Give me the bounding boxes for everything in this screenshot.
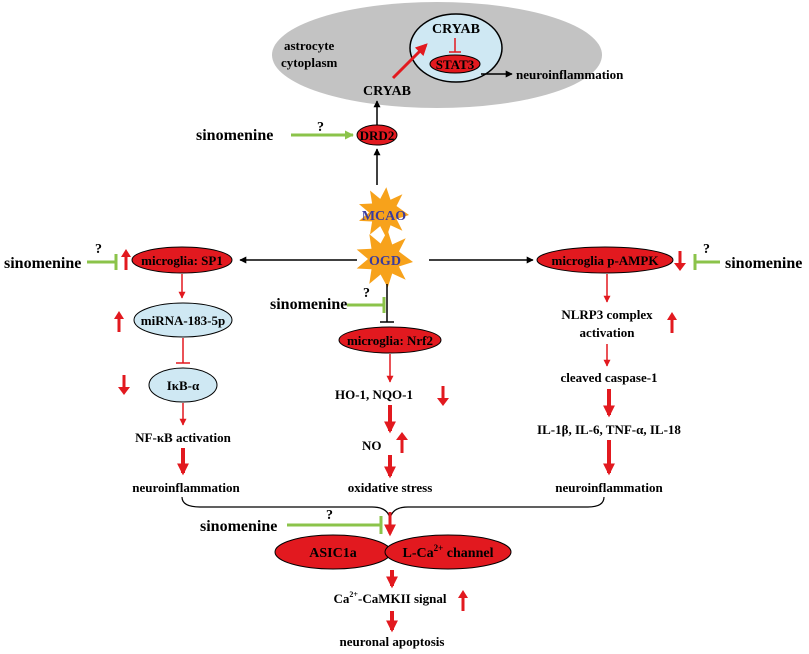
right-sinomenine: sinomenine — [725, 255, 802, 272]
nlrp3-up-arrow — [667, 312, 677, 333]
mirna-node — [133, 302, 233, 338]
mirna-label: miRNA-183-5p — [141, 313, 226, 328]
ikb-down-arrow — [118, 375, 130, 395]
lca-channel-label: L-Ca2+ channel — [403, 543, 494, 561]
drd2-node — [356, 124, 398, 146]
nrf2-label: microglia: Nrf2 — [347, 333, 433, 348]
oxidative-stress-label: oxidative stress — [348, 480, 433, 495]
ho1-down-arrow — [437, 386, 449, 406]
drd2-label: DRD2 — [360, 128, 395, 143]
bottom-sinomenine: sinomenine — [200, 518, 277, 535]
mirna-up-arrow — [114, 311, 124, 332]
ampk-branch: microglia p-AMPK ? sinomenine NLRP3 comp… — [536, 242, 802, 495]
ampk-node — [536, 246, 674, 274]
mirna-to-ikb-inhibit — [176, 338, 190, 364]
center-question: ? — [363, 286, 370, 301]
sp1-up-arrow — [121, 249, 131, 270]
astrocyte-region: astrocyte cytoplasm CRYAB STAT3 neuroinf… — [272, 2, 624, 108]
caspase-label: cleaved caspase-1 — [560, 370, 657, 385]
right-neuroinflammation: neuroinflammation — [555, 480, 663, 495]
astrocyte-neuroinflammation: neuroinflammation — [516, 67, 624, 82]
nlrp3-label-line2: activation — [580, 325, 636, 340]
apoptosis-branch: sinomenine ? ASIC1a L-Ca2+ channel Ca2+-… — [200, 508, 512, 649]
apoptosis-label: neuronal apoptosis — [340, 634, 445, 649]
astrocyte-label-line1: astrocyte — [284, 38, 335, 53]
lca-channel-node — [384, 534, 512, 570]
stat3-label: STAT3 — [436, 57, 475, 72]
mcao-star — [359, 187, 409, 238]
sp1-node — [131, 246, 233, 274]
center-sinomenine: sinomenine — [270, 296, 347, 313]
sp1-branch: sinomenine ? microglia: SP1 miRNA-183-5p… — [4, 242, 240, 495]
mcao-label: MCAO — [362, 209, 406, 224]
asic1a-label: ASIC1a — [309, 546, 356, 561]
no-up-arrow — [396, 432, 408, 453]
ampk-down-arrow — [674, 251, 686, 271]
cryab-stat3-inhibit — [449, 38, 461, 53]
left-question: ? — [95, 242, 102, 257]
ampk-label: microglia p-AMPK — [552, 253, 660, 268]
nrf2-branch: sinomenine ? microglia: Nrf2 HO-1, NQO-1… — [270, 286, 449, 495]
center-sinomenine-inhibitor — [347, 297, 386, 313]
ogd-label: OGD — [369, 254, 401, 269]
nfkb-label: NF-κB activation — [135, 430, 231, 445]
cryab-to-complex-arrow — [391, 43, 428, 80]
drd2-branch: sinomenine ? DRD2 — [196, 100, 398, 185]
ogd-to-nrf2-inhibit — [380, 284, 394, 323]
cytokines-label: IL-1β, IL-6, TNF-α, IL-18 — [537, 422, 681, 437]
cryab-inner-label: CRYAB — [432, 22, 480, 37]
top-sinomenine: sinomenine — [196, 127, 273, 144]
sp1-label: microglia: SP1 — [141, 253, 223, 268]
bottom-sinomenine-inhibitor — [287, 516, 383, 534]
ikb-node — [148, 367, 218, 403]
right-question: ? — [703, 242, 710, 257]
astrocyte-label-line2: cytoplasm — [281, 55, 338, 70]
camk-up-arrow — [458, 590, 468, 611]
cryab-outer-label: CRYAB — [363, 84, 411, 99]
no-label: NO — [362, 438, 382, 453]
nlrp3-label-line1: NLRP3 complex — [561, 307, 653, 322]
converging-brace — [181, 496, 605, 520]
right-sinomenine-inhibitor — [693, 254, 720, 270]
nrf2-node — [338, 326, 442, 354]
ikb-label: IκB-α — [167, 378, 200, 393]
bottom-question: ? — [326, 508, 333, 523]
camk-label: Ca2+-CaMKII signal — [334, 590, 447, 606]
top-question: ? — [317, 120, 324, 135]
injury-stars: MCAO OGD — [356, 187, 413, 288]
left-sinomenine-inhibitor — [87, 254, 118, 270]
ho1-label: HO-1, NQO-1 — [335, 387, 413, 402]
ogd-star — [356, 230, 413, 288]
left-sinomenine: sinomenine — [4, 255, 81, 272]
stat3-node — [429, 54, 481, 74]
left-neuroinflammation: neuroinflammation — [132, 480, 240, 495]
